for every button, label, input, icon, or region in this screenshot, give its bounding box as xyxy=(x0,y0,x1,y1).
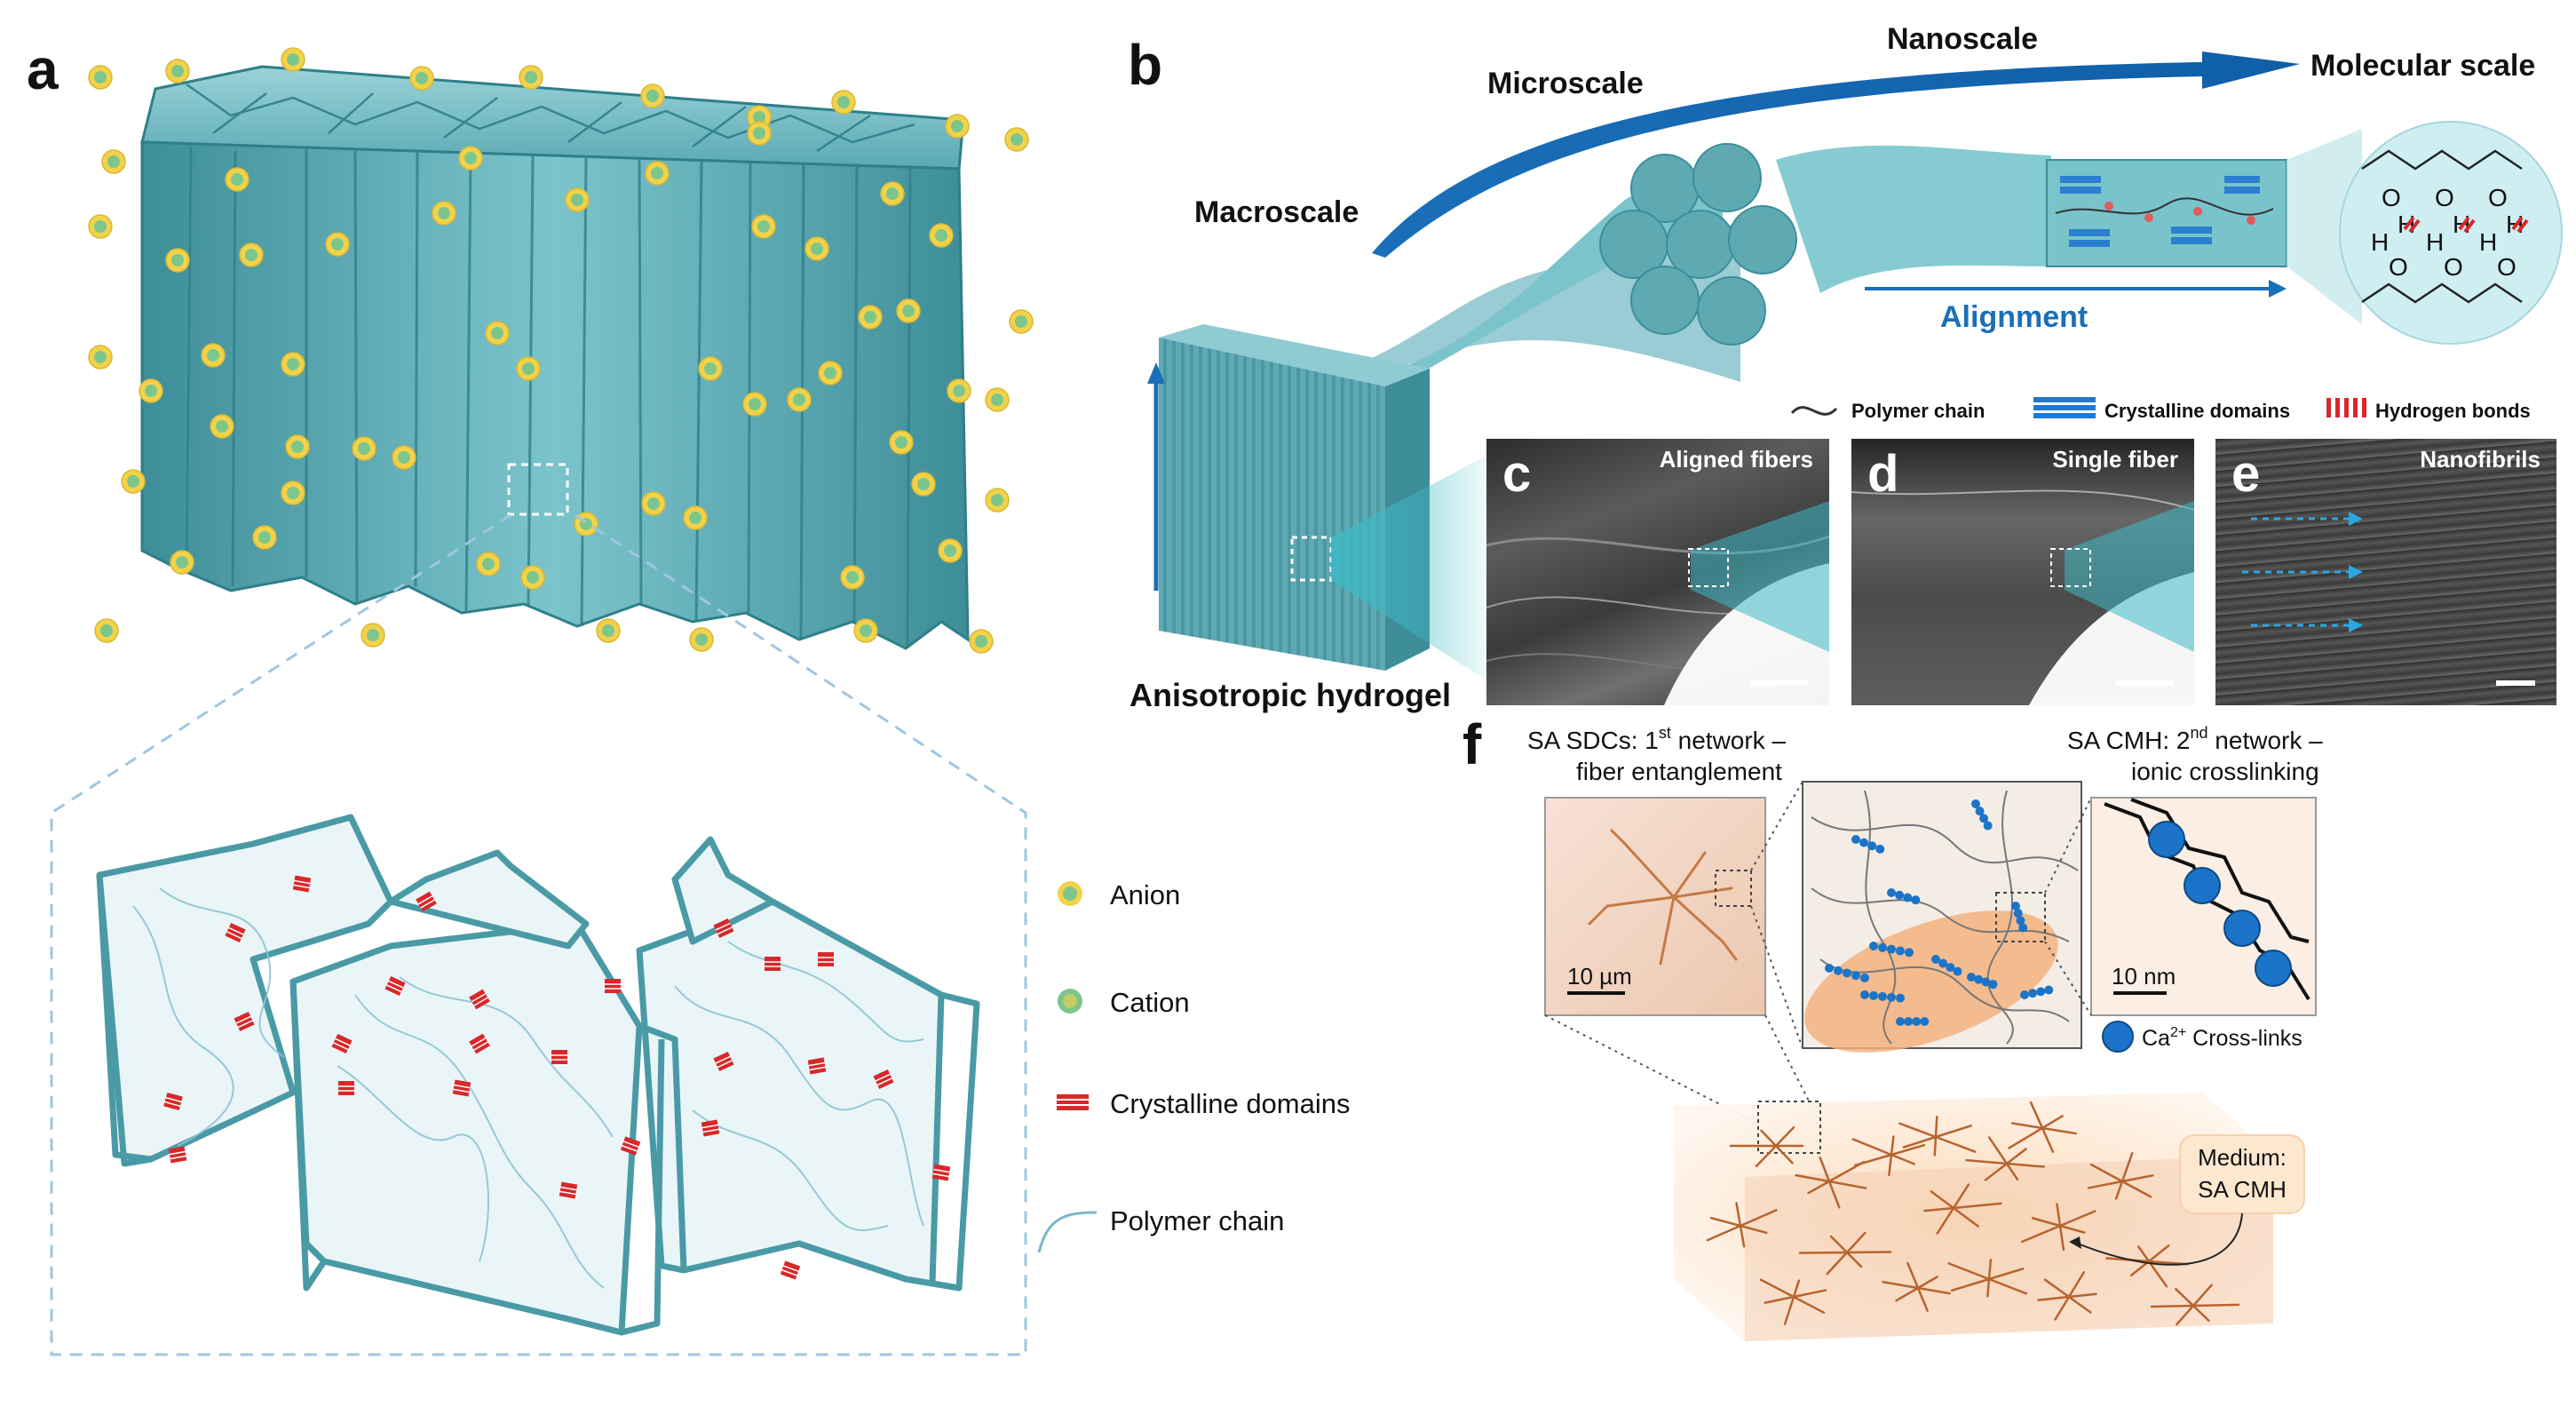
mol-h6: H xyxy=(2479,228,2497,256)
legend-b: Polymer chain Crystalline domains Hydrog… xyxy=(1790,397,2531,422)
medium-label-box: Medium: SA CMH xyxy=(2069,1134,2305,1266)
sem-e-title: Nanofibrils xyxy=(2420,446,2540,473)
mol-o3: O xyxy=(2488,184,2508,211)
polymer-chains xyxy=(132,887,924,1289)
crystalline-domain-marks xyxy=(163,875,951,1280)
ion-particles xyxy=(88,47,1034,654)
label-microscale: Microscale xyxy=(1487,67,1644,100)
legend-anion: Anion xyxy=(1110,879,1180,910)
sem-panel-e: e Nanofibrils xyxy=(2215,439,2556,705)
sem-panel-d: d Single fiber xyxy=(1851,439,2194,705)
medium-label-2: SA CMH xyxy=(2198,1176,2287,1203)
panel-label-e: e xyxy=(2231,445,2261,503)
mol-h4: H xyxy=(2371,228,2389,256)
f-network1-line2: fiber entanglement xyxy=(1576,758,1782,785)
panel-label-f: f xyxy=(1462,712,1482,776)
mol-o1: O xyxy=(2382,184,2401,211)
fiber-box: 10 µm xyxy=(1544,797,1766,1016)
panel-label-d: d xyxy=(1867,445,1899,503)
ca-legend-icon xyxy=(2102,1021,2134,1053)
scale-bar-10nm: 10 nm xyxy=(2112,963,2176,990)
f-network1-line1: SA SDCs: 1st network – xyxy=(1527,724,1786,754)
crosslink-dots xyxy=(1825,799,2054,1026)
fiber-bundle: O O O H H H H H H O O O xyxy=(1359,121,2563,382)
panel-label-b: b xyxy=(1128,33,1162,97)
mol-o5: O xyxy=(2444,253,2463,281)
anisotropic-hydrogel-block xyxy=(1159,324,1492,684)
legend-crystalline: Crystalline domains xyxy=(1110,1088,1351,1119)
panel-label-a: a xyxy=(27,37,59,101)
f-network2-line2: ionic crosslinking xyxy=(2131,758,2319,785)
network-box xyxy=(1802,781,2082,1053)
legend-b-crystalline: Crystalline domains xyxy=(2104,400,2290,422)
mol-o4: O xyxy=(2389,253,2408,281)
legend-polymer: Polymer chain xyxy=(1110,1205,1284,1236)
ca-legend-label: Ca2+ Cross-links xyxy=(2142,1025,2303,1051)
sem-d-scalebar xyxy=(2116,680,2173,686)
zoom-callout-outline xyxy=(50,513,1027,1356)
legend-b-polymer: Polymer chain xyxy=(1851,400,1985,422)
label-molecular-scale: Molecular scale xyxy=(2310,49,2535,83)
panel-label-c: c xyxy=(1502,445,1532,503)
scale-bar-10um: 10 µm xyxy=(1567,963,1632,990)
label-alignment: Alignment xyxy=(1940,300,2088,334)
mol-o2: O xyxy=(2435,184,2454,211)
sem-c-scalebar xyxy=(1751,680,1808,686)
label-anisotropic-hydrogel: Anisotropic hydrogel xyxy=(1129,677,1451,713)
mol-h5: H xyxy=(2426,228,2444,256)
sem-panel-c: c Aligned fibers xyxy=(1486,439,1829,705)
legend-cation: Cation xyxy=(1110,987,1190,1018)
scale-arrow xyxy=(1372,52,2300,258)
network-walls-depth xyxy=(96,874,980,1336)
label-macroscale: Macroscale xyxy=(1194,195,1359,229)
mol-o6: O xyxy=(2497,253,2517,281)
legend-b-hbonds: Hydrogen bonds xyxy=(2375,400,2531,422)
label-nanoscale: Nanoscale xyxy=(1887,22,2038,56)
medium-label-1: Medium: xyxy=(2198,1144,2287,1171)
sem-c-title: Aligned fibers xyxy=(1659,446,1813,473)
alignment-arrowhead xyxy=(2269,280,2287,298)
sem-d-title: Single fiber xyxy=(2052,446,2178,473)
medium-block xyxy=(1674,1093,2273,1341)
crosslink-box: 10 nm xyxy=(2090,797,2317,1016)
sem-e-scalebar xyxy=(2496,680,2535,686)
f-network2-line1: SA CMH: 2nd network – xyxy=(2067,724,2323,754)
porous-block xyxy=(140,65,970,650)
network-walls xyxy=(96,814,945,1336)
vertical-arrowhead xyxy=(1147,362,1165,384)
legend-a: Anion Cation Crystalline domains Polymer… xyxy=(1037,879,1351,1253)
